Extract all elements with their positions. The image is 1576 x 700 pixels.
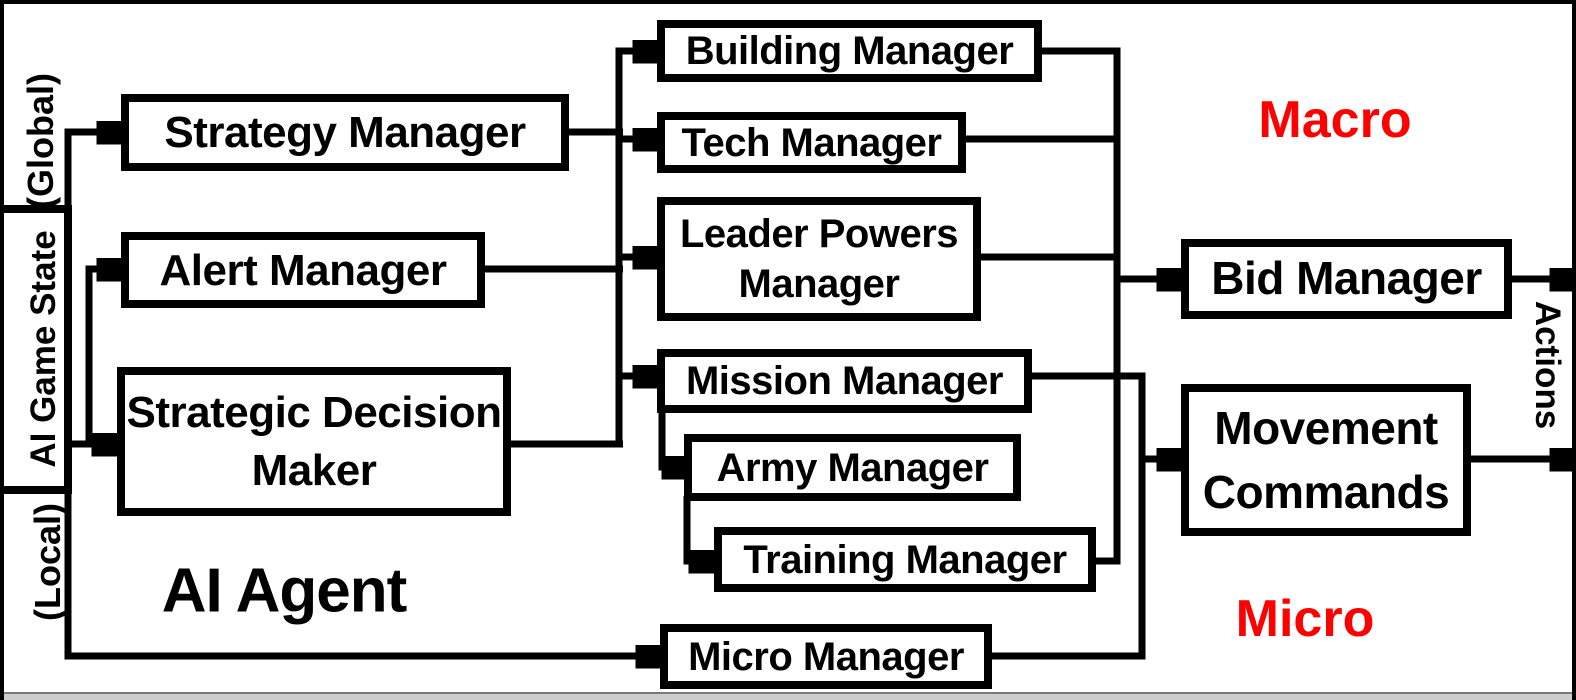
macro-region-label: Macro	[1258, 91, 1412, 149]
node-label: Building Manager	[685, 29, 1014, 73]
edge-gamestate-to-strategy	[64, 132, 98, 213]
node-strategy-manager: Strategy Manager	[121, 94, 569, 171]
node-movement-commands: Movement Commands	[1181, 384, 1471, 536]
node-alert-manager: Alert Manager	[121, 232, 485, 308]
node-tech-manager: Tech Manager	[657, 112, 966, 173]
node-leader-powers-manager: Leader Powers Manager	[657, 197, 981, 321]
input-scope-global-label: (Global)	[20, 73, 61, 209]
edge-bus-to-building	[615, 51, 634, 444]
node-label: Bid Manager	[1211, 252, 1482, 305]
edge-gamestate-box	[4, 205, 72, 494]
node-label: Mission Manager	[685, 359, 1004, 403]
micro-region-label: Micro	[1235, 590, 1375, 648]
node-label: Movement Commands	[1202, 401, 1450, 518]
node-micro-manager: Micro Manager	[660, 624, 992, 689]
node-training-manager: Training Manager	[714, 527, 1096, 592]
node-label: Alert Manager	[159, 245, 447, 295]
edge-local-to-micro	[64, 486, 637, 656]
edge-army-to-training	[683, 496, 690, 561]
input-ai-game-state-label: AI Game State	[24, 230, 63, 468]
node-label: Strategy Manager	[164, 108, 526, 157]
node-strategic-decision-maker: Strategic Decision Maker	[117, 367, 511, 516]
input-scope-local-label: (Local)	[27, 502, 68, 622]
diagram-edges	[4, 4, 1576, 700]
node-label: Army Manager	[716, 445, 989, 490]
node-bid-manager: Bid Manager	[1181, 239, 1512, 319]
node-label: Tech Manager	[681, 120, 943, 165]
node-building-manager: Building Manager	[657, 20, 1042, 82]
edge-gamestate-to-alert	[85, 269, 98, 444]
output-actions-label: Actions	[1528, 300, 1567, 430]
frame-bottom-edge	[4, 692, 1572, 700]
edge-mission-to-army	[658, 408, 663, 467]
node-label: Leader Powers Manager	[679, 212, 959, 306]
ai-agent-title: AI Agent	[161, 556, 408, 626]
edge-micro-bus	[992, 372, 1146, 660]
node-label: Micro Manager	[688, 634, 964, 679]
edge-macro-bus	[1042, 47, 1121, 565]
node-label: Strategic Decision Maker	[126, 388, 502, 495]
node-label: Training Manager	[743, 537, 1067, 582]
node-mission-manager: Mission Manager	[657, 349, 1032, 413]
node-army-manager: Army Manager	[684, 434, 1021, 501]
